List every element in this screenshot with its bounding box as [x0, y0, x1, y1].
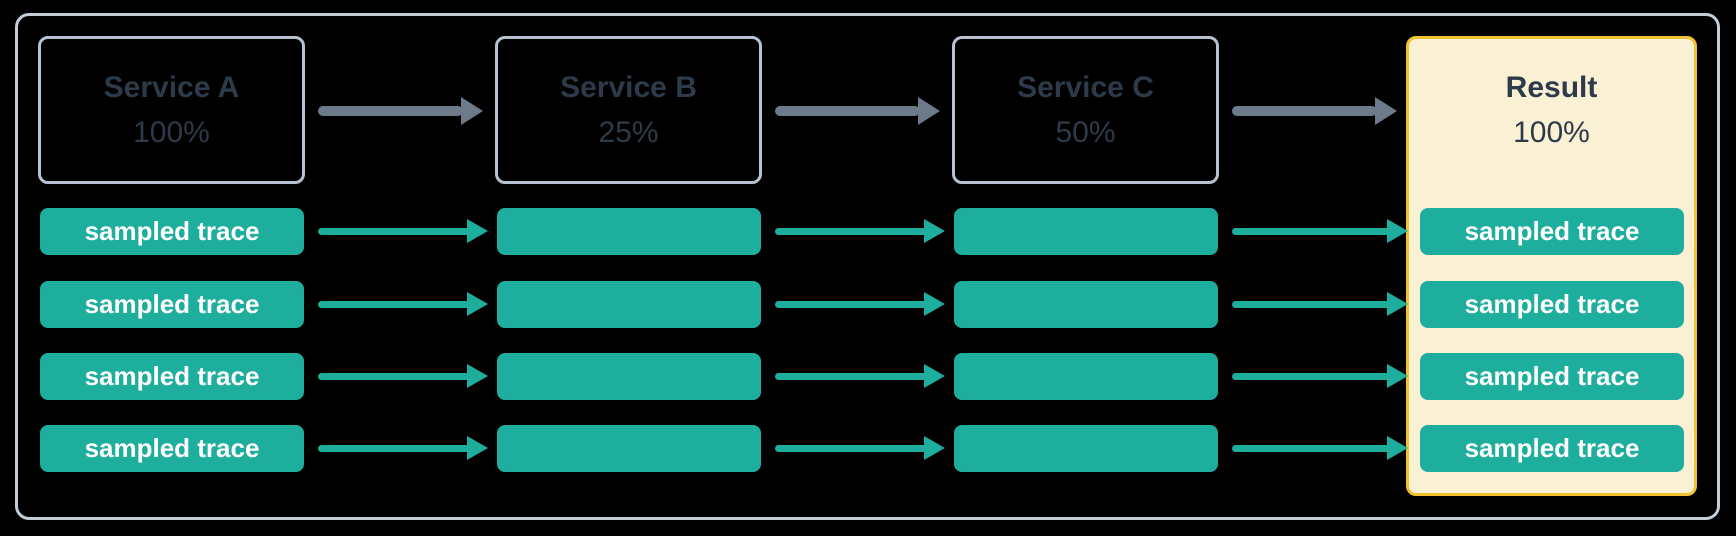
trace-arrow-c-to-result-row-2-icon — [1230, 286, 1408, 323]
service-b-rate: 25% — [598, 116, 659, 149]
trace-arrow-c-to-result-row-1-icon — [1230, 213, 1408, 250]
arrow-head — [924, 436, 945, 460]
service-c-trace-1 — [954, 208, 1218, 255]
result-trace-1: sampled trace — [1420, 208, 1684, 255]
service-c-trace-3 — [954, 353, 1218, 400]
arrow-shaft — [775, 228, 927, 235]
trace-arrow-a-to-b-row-1-icon — [316, 213, 488, 250]
arrow-head — [461, 97, 483, 125]
service-a-trace-4: sampled trace — [40, 425, 304, 472]
arrow-shaft — [1232, 373, 1390, 380]
result-trace-2: sampled trace — [1420, 281, 1684, 328]
diagram-outer-frame — [15, 13, 1720, 520]
arrow-head — [924, 219, 945, 243]
service-b-node: Service B 25% — [495, 36, 762, 184]
service-a-trace-2: sampled trace — [40, 281, 304, 328]
arrow-head — [467, 364, 488, 388]
arrow-head — [924, 292, 945, 316]
service-a-trace-3: sampled trace — [40, 353, 304, 400]
service-c-trace-2 — [954, 281, 1218, 328]
result-trace-3: sampled trace — [1420, 353, 1684, 400]
arrow-shaft — [318, 106, 463, 116]
arrow-shaft — [1232, 106, 1377, 116]
arrow-shaft — [775, 106, 920, 116]
trace-arrow-b-to-c-row-2-icon — [773, 286, 945, 323]
service-c-node: Service C 50% — [952, 36, 1219, 184]
flow-arrow-a-to-b-icon — [316, 93, 483, 130]
arrow-head — [924, 364, 945, 388]
service-b-trace-4 — [497, 425, 761, 472]
trace-arrow-a-to-b-row-2-icon — [316, 286, 488, 323]
arrow-shaft — [775, 373, 927, 380]
trace-arrow-b-to-c-row-1-icon — [773, 213, 945, 250]
service-c-rate: 50% — [1055, 116, 1116, 149]
service-a-trace-1: sampled trace — [40, 208, 304, 255]
result-trace-4: sampled trace — [1420, 425, 1684, 472]
service-b-name: Service B — [560, 71, 697, 104]
arrow-head — [1375, 97, 1397, 125]
trace-arrow-c-to-result-row-3-icon — [1230, 358, 1408, 395]
service-b-trace-1 — [497, 208, 761, 255]
service-a-name: Service A — [103, 71, 240, 104]
arrow-head — [467, 436, 488, 460]
service-b-trace-3 — [497, 353, 761, 400]
arrow-head — [918, 97, 940, 125]
service-b-trace-2 — [497, 281, 761, 328]
arrow-shaft — [1232, 301, 1390, 308]
arrow-shaft — [318, 373, 470, 380]
trace-arrow-b-to-c-row-4-icon — [773, 430, 945, 467]
arrow-shaft — [1232, 445, 1390, 452]
arrow-head — [467, 219, 488, 243]
arrow-shaft — [775, 301, 927, 308]
trace-arrow-a-to-b-row-3-icon — [316, 358, 488, 395]
trace-arrow-a-to-b-row-4-icon — [316, 430, 488, 467]
arrow-shaft — [318, 301, 470, 308]
arrow-head — [1387, 292, 1408, 316]
flow-arrow-b-to-c-icon — [773, 93, 940, 130]
flow-arrow-c-to-result-icon — [1230, 93, 1397, 130]
trace-arrow-b-to-c-row-3-icon — [773, 358, 945, 395]
arrow-shaft — [1232, 228, 1390, 235]
result-node: Result 100% sampled trace sampled trace … — [1406, 36, 1697, 496]
service-c-trace-4 — [954, 425, 1218, 472]
arrow-head — [1387, 436, 1408, 460]
arrow-head — [467, 292, 488, 316]
trace-arrow-c-to-result-row-4-icon — [1230, 430, 1408, 467]
arrow-shaft — [775, 445, 927, 452]
result-name: Result — [1505, 71, 1598, 104]
service-a-rate: 100% — [133, 116, 210, 149]
service-c-name: Service C — [1017, 71, 1154, 104]
arrow-shaft — [318, 445, 470, 452]
service-a-node: Service A 100% — [38, 36, 305, 184]
arrow-head — [1387, 364, 1408, 388]
arrow-shaft — [318, 228, 470, 235]
result-rate: 100% — [1513, 116, 1590, 149]
arrow-head — [1387, 219, 1408, 243]
